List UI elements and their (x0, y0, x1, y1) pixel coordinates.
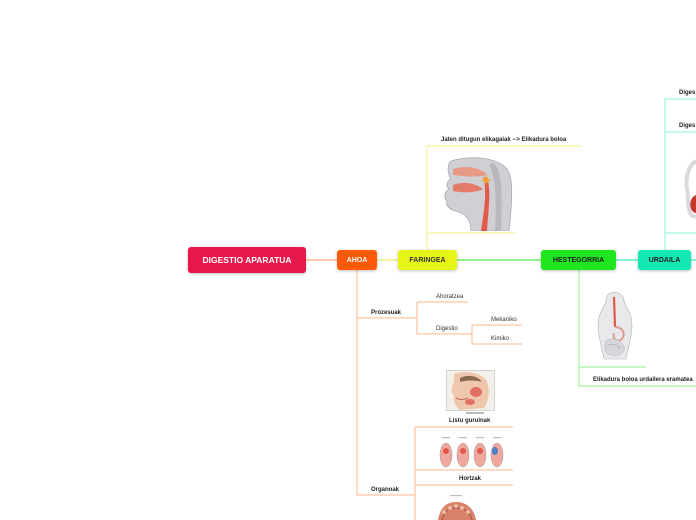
node-faringea[interactable]: FARINGEA (398, 250, 457, 270)
urdaila-topic-label-2[interactable]: Diges (679, 123, 696, 129)
node-faringea-label: FARINGEA (409, 256, 446, 264)
connector-hestegorria-down (578, 270, 696, 387)
hestegorria-topic-label[interactable]: Elikadura boloa urdailera eramatea (593, 377, 693, 383)
node-ahoa-label: AHOA (346, 256, 368, 264)
salivary-glands-illustration (436, 435, 506, 469)
esophagus-illustration (592, 289, 640, 363)
ahoratzea-label[interactable]: Ahoratzea (436, 294, 464, 300)
urdaila-topic-label-1[interactable]: Diges (679, 90, 696, 96)
connector-faringea-up (426, 145, 582, 250)
organoak-label[interactable]: Organoak (371, 487, 400, 493)
hortzak-label[interactable]: Hortzak (459, 476, 482, 482)
node-hestegorria-label: HESTEGORRIA (552, 256, 605, 264)
salivary-face-illustration (446, 370, 495, 414)
node-urdaila[interactable]: URDAILA (638, 250, 691, 270)
pharynx-head-illustration (441, 155, 515, 231)
root-node-label: DIGESTIO APARATUA (202, 255, 292, 265)
kimiko-label[interactable]: Kimiko (491, 336, 510, 342)
teeth-illustration (438, 495, 476, 520)
listu-guruinak-label[interactable]: Listu guruinak (449, 418, 491, 424)
stomach-illustration (677, 155, 696, 227)
connector-urdaila-up (664, 98, 696, 250)
root-node[interactable]: DIGESTIO APARATUA (188, 247, 306, 273)
faringea-topic-label[interactable]: Jaten ditugun elikagaiak --> Elikadura b… (441, 137, 567, 143)
node-ahoa[interactable]: AHOA (337, 250, 377, 270)
node-urdaila-label: URDAILA (648, 256, 681, 264)
mekaniko-label[interactable]: Mekaniko (491, 317, 517, 323)
node-hestegorria[interactable]: HESTEGORRIA (541, 250, 616, 270)
digestio-label[interactable]: Digestio (436, 326, 458, 332)
prozesuak-label[interactable]: Prozesuak (371, 310, 402, 316)
